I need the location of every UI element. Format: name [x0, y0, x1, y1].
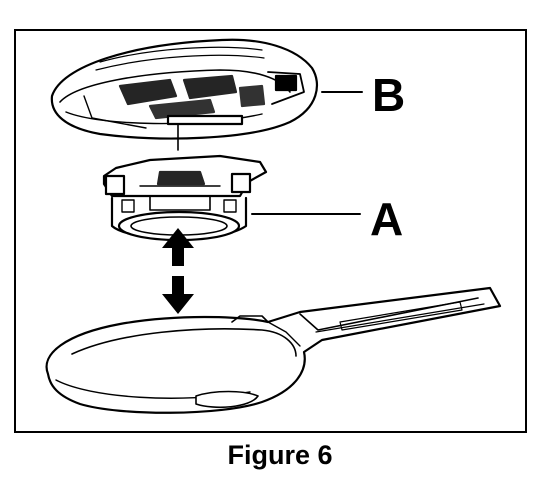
callout-label-b: B: [372, 69, 406, 121]
fob-top-case: [50, 38, 319, 140]
double-arrow-icon: [162, 228, 194, 314]
module-part: [102, 154, 268, 242]
callout-label-a: A: [370, 193, 404, 245]
figure-caption: Figure 6: [227, 440, 333, 470]
key-body: [45, 286, 502, 414]
